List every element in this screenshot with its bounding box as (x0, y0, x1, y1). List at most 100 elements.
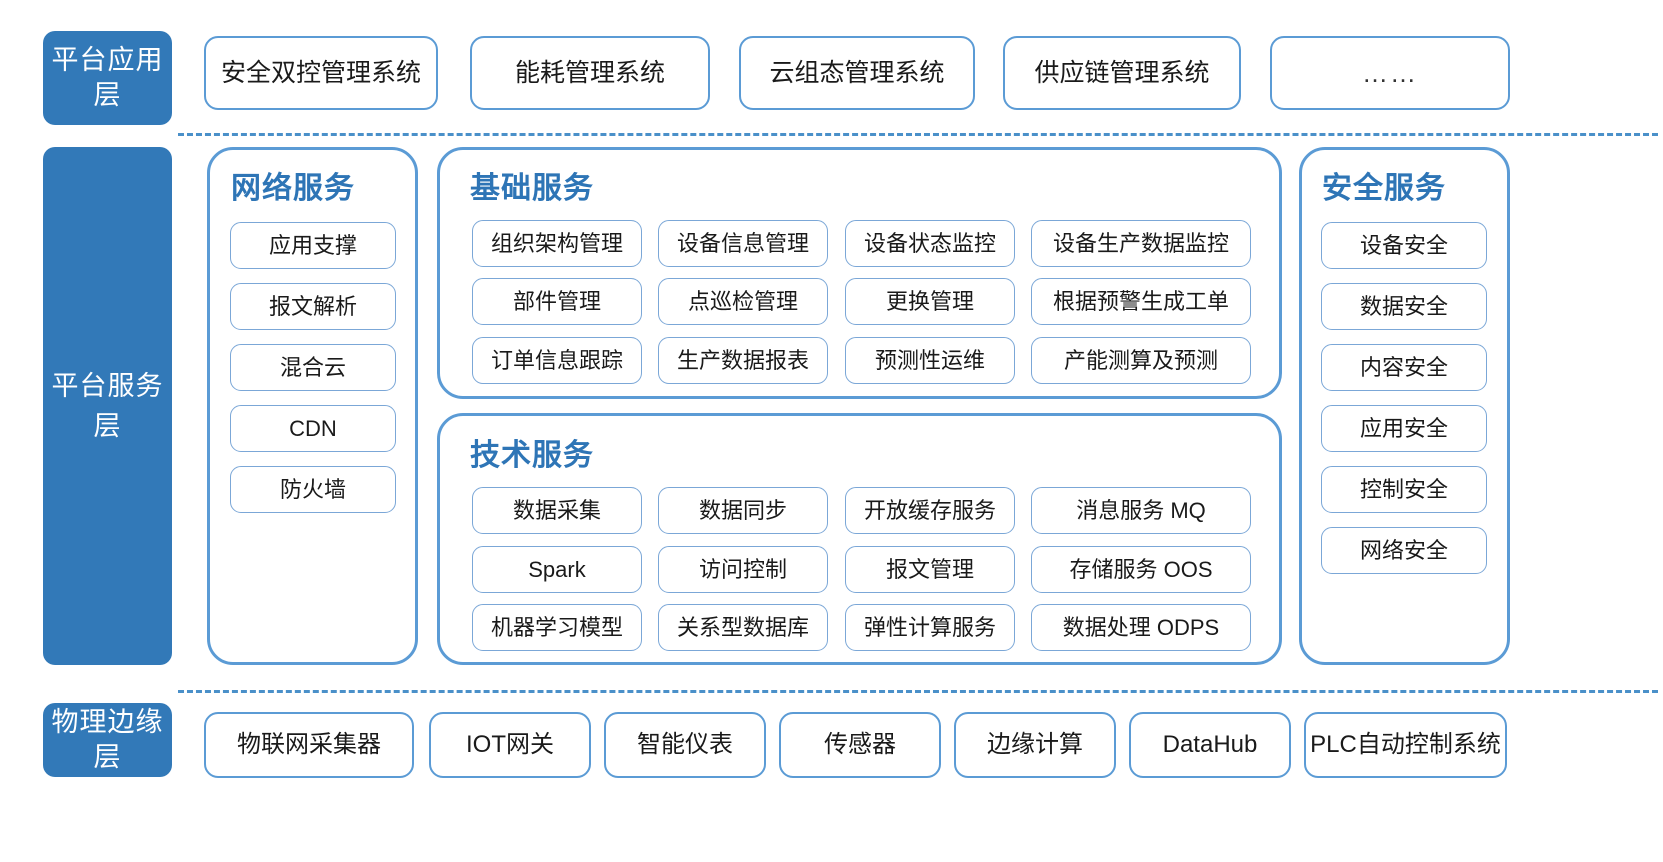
panel-technical-service-title: 技术服务 (470, 439, 594, 472)
tech-item-message-service-mq[interactable]: 消息服务 MQ (1031, 487, 1251, 534)
app-item-more[interactable]: …… (1270, 36, 1510, 110)
basic-item-component-mgmt[interactable]: 部件管理 (472, 278, 642, 325)
tech-item-label: 数据同步 (698, 497, 787, 523)
network-item-message-parse[interactable]: 报文解析 (230, 283, 396, 330)
tech-item-ml-model[interactable]: 机器学习模型 (472, 604, 642, 651)
basic-item-inspection-mgmt[interactable]: 点巡检管理 (658, 278, 828, 325)
edge-item-sensor[interactable]: 传感器 (779, 712, 941, 778)
app-item-label: 能耗管理系统 (514, 58, 665, 87)
security-item-device-security[interactable]: 设备安全 (1321, 222, 1487, 269)
network-item-label: CDN (289, 415, 337, 441)
basic-item-capacity-forecast[interactable]: 产能测算及预测 (1031, 337, 1251, 384)
security-item-label: 数据安全 (1359, 293, 1448, 319)
network-item-app-support[interactable]: 应用支撑 (230, 222, 396, 269)
edge-item-label: 物联网采集器 (237, 731, 381, 759)
app-item-label: 安全双控管理系统 (220, 58, 421, 87)
app-item-cloud-scada[interactable]: 云组态管理系统 (739, 36, 975, 110)
basic-item-label: 设备信息管理 (676, 230, 809, 256)
tech-item-relational-db[interactable]: 关系型数据库 (658, 604, 828, 651)
basic-item-label: 根据预警生成工单 (1052, 288, 1229, 314)
edge-item-edge-computing[interactable]: 边缘计算 (954, 712, 1116, 778)
network-item-label: 报文解析 (268, 293, 357, 319)
edge-item-label: 边缘计算 (987, 731, 1083, 759)
basic-item-device-production-data[interactable]: 设备生产数据监控 (1031, 220, 1251, 267)
security-item-label: 内容安全 (1359, 354, 1448, 380)
tech-item-access-control[interactable]: 访问控制 (658, 546, 828, 593)
basic-item-label: 更换管理 (885, 288, 974, 314)
edge-item-label: IOT网关 (466, 731, 554, 759)
security-item-application-security[interactable]: 应用安全 (1321, 405, 1487, 452)
tech-item-label: 消息服务 MQ (1076, 497, 1206, 523)
tech-item-label: 报文管理 (885, 556, 974, 582)
tech-item-label: 机器学习模型 (490, 614, 623, 640)
panel-network-service-title: 网络服务 (231, 172, 355, 205)
basic-item-org-structure[interactable]: 组织架构管理 (472, 220, 642, 267)
network-item-firewall[interactable]: 防火墙 (230, 466, 396, 513)
app-item-safety-dual-control[interactable]: 安全双控管理系统 (204, 36, 438, 110)
basic-item-label: 部件管理 (512, 288, 601, 314)
basic-item-label: 点巡检管理 (687, 288, 798, 314)
tech-item-label: Spark (528, 556, 586, 582)
security-item-label: 设备安全 (1359, 232, 1448, 258)
basic-item-label: 产能测算及预测 (1063, 347, 1218, 373)
layer-chip-application-label: 平台应用层 (51, 45, 164, 110)
app-item-supply-chain[interactable]: 供应链管理系统 (1003, 36, 1241, 110)
edge-item-label: 传感器 (824, 731, 896, 759)
basic-item-device-info[interactable]: 设备信息管理 (658, 220, 828, 267)
tech-item-elastic-compute[interactable]: 弹性计算服务 (845, 604, 1015, 651)
divider-platform-physical (178, 690, 1658, 693)
panel-basic-service-title: 基础服务 (470, 172, 594, 205)
tech-item-label: 访问控制 (698, 556, 787, 582)
security-item-network-security[interactable]: 网络安全 (1321, 527, 1487, 574)
tech-item-storage-service-oos[interactable]: 存储服务 OOS (1031, 546, 1251, 593)
layer-chip-platform-service-label: 平台服务层 (51, 370, 164, 442)
panel-security-service-title: 安全服务 (1322, 172, 1446, 205)
tech-item-label: 存储服务 OOS (1069, 556, 1213, 582)
app-item-label: …… (1362, 57, 1418, 88)
basic-item-label: 订单信息跟踪 (490, 347, 623, 373)
tech-item-open-cache-service[interactable]: 开放缓存服务 (845, 487, 1015, 534)
tech-item-label: 数据采集 (512, 497, 601, 523)
basic-item-alarm-workorder[interactable]: 根据预警生成工单 (1031, 278, 1251, 325)
tech-item-spark[interactable]: Spark (472, 546, 642, 593)
app-item-label: 供应链管理系统 (1034, 58, 1210, 87)
security-item-label: 应用安全 (1359, 415, 1448, 441)
security-item-control-security[interactable]: 控制安全 (1321, 466, 1487, 513)
network-item-cdn[interactable]: CDN (230, 405, 396, 452)
basic-item-label: 组织架构管理 (490, 230, 623, 256)
layer-chip-application: 平台应用层 (43, 31, 172, 125)
edge-item-iot-collector[interactable]: 物联网采集器 (204, 712, 414, 778)
network-item-label: 防火墙 (279, 476, 346, 502)
layer-chip-physical-edge-label: 物理边缘层 (51, 707, 164, 772)
tech-item-data-collection[interactable]: 数据采集 (472, 487, 642, 534)
basic-item-order-tracking[interactable]: 订单信息跟踪 (472, 337, 642, 384)
edge-item-smart-meter[interactable]: 智能仪表 (604, 712, 766, 778)
edge-item-datahub[interactable]: DataHub (1129, 712, 1291, 778)
app-item-energy-management[interactable]: 能耗管理系统 (470, 36, 710, 110)
tech-item-message-mgmt[interactable]: 报文管理 (845, 546, 1015, 593)
tech-item-label: 开放缓存服务 (863, 497, 996, 523)
edge-item-label: 智能仪表 (637, 731, 733, 759)
tech-item-label: 弹性计算服务 (863, 614, 996, 640)
basic-item-production-report[interactable]: 生产数据报表 (658, 337, 828, 384)
tech-item-data-sync[interactable]: 数据同步 (658, 487, 828, 534)
network-item-label: 混合云 (279, 354, 346, 380)
app-item-label: 云组态管理系统 (769, 58, 945, 87)
security-item-content-security[interactable]: 内容安全 (1321, 344, 1487, 391)
security-item-label: 控制安全 (1359, 476, 1448, 502)
basic-item-predictive-maintenance[interactable]: 预测性运维 (845, 337, 1015, 384)
basic-item-replacement-mgmt[interactable]: 更换管理 (845, 278, 1015, 325)
tech-item-data-processing-odps[interactable]: 数据处理 ODPS (1031, 604, 1251, 651)
basic-item-label: 生产数据报表 (676, 347, 809, 373)
tech-item-label: 数据处理 ODPS (1062, 614, 1220, 640)
basic-item-device-status[interactable]: 设备状态监控 (845, 220, 1015, 267)
network-item-label: 应用支撑 (268, 232, 357, 258)
edge-item-iot-gateway[interactable]: IOT网关 (429, 712, 591, 778)
network-item-hybrid-cloud[interactable]: 混合云 (230, 344, 396, 391)
security-item-data-security[interactable]: 数据安全 (1321, 283, 1487, 330)
tech-item-label: 关系型数据库 (676, 614, 809, 640)
layer-chip-physical-edge: 物理边缘层 (43, 703, 172, 777)
layer-chip-platform-service: 平台服务层 (43, 147, 172, 665)
edge-item-plc-control-system[interactable]: PLC自动控制系统 (1304, 712, 1507, 778)
